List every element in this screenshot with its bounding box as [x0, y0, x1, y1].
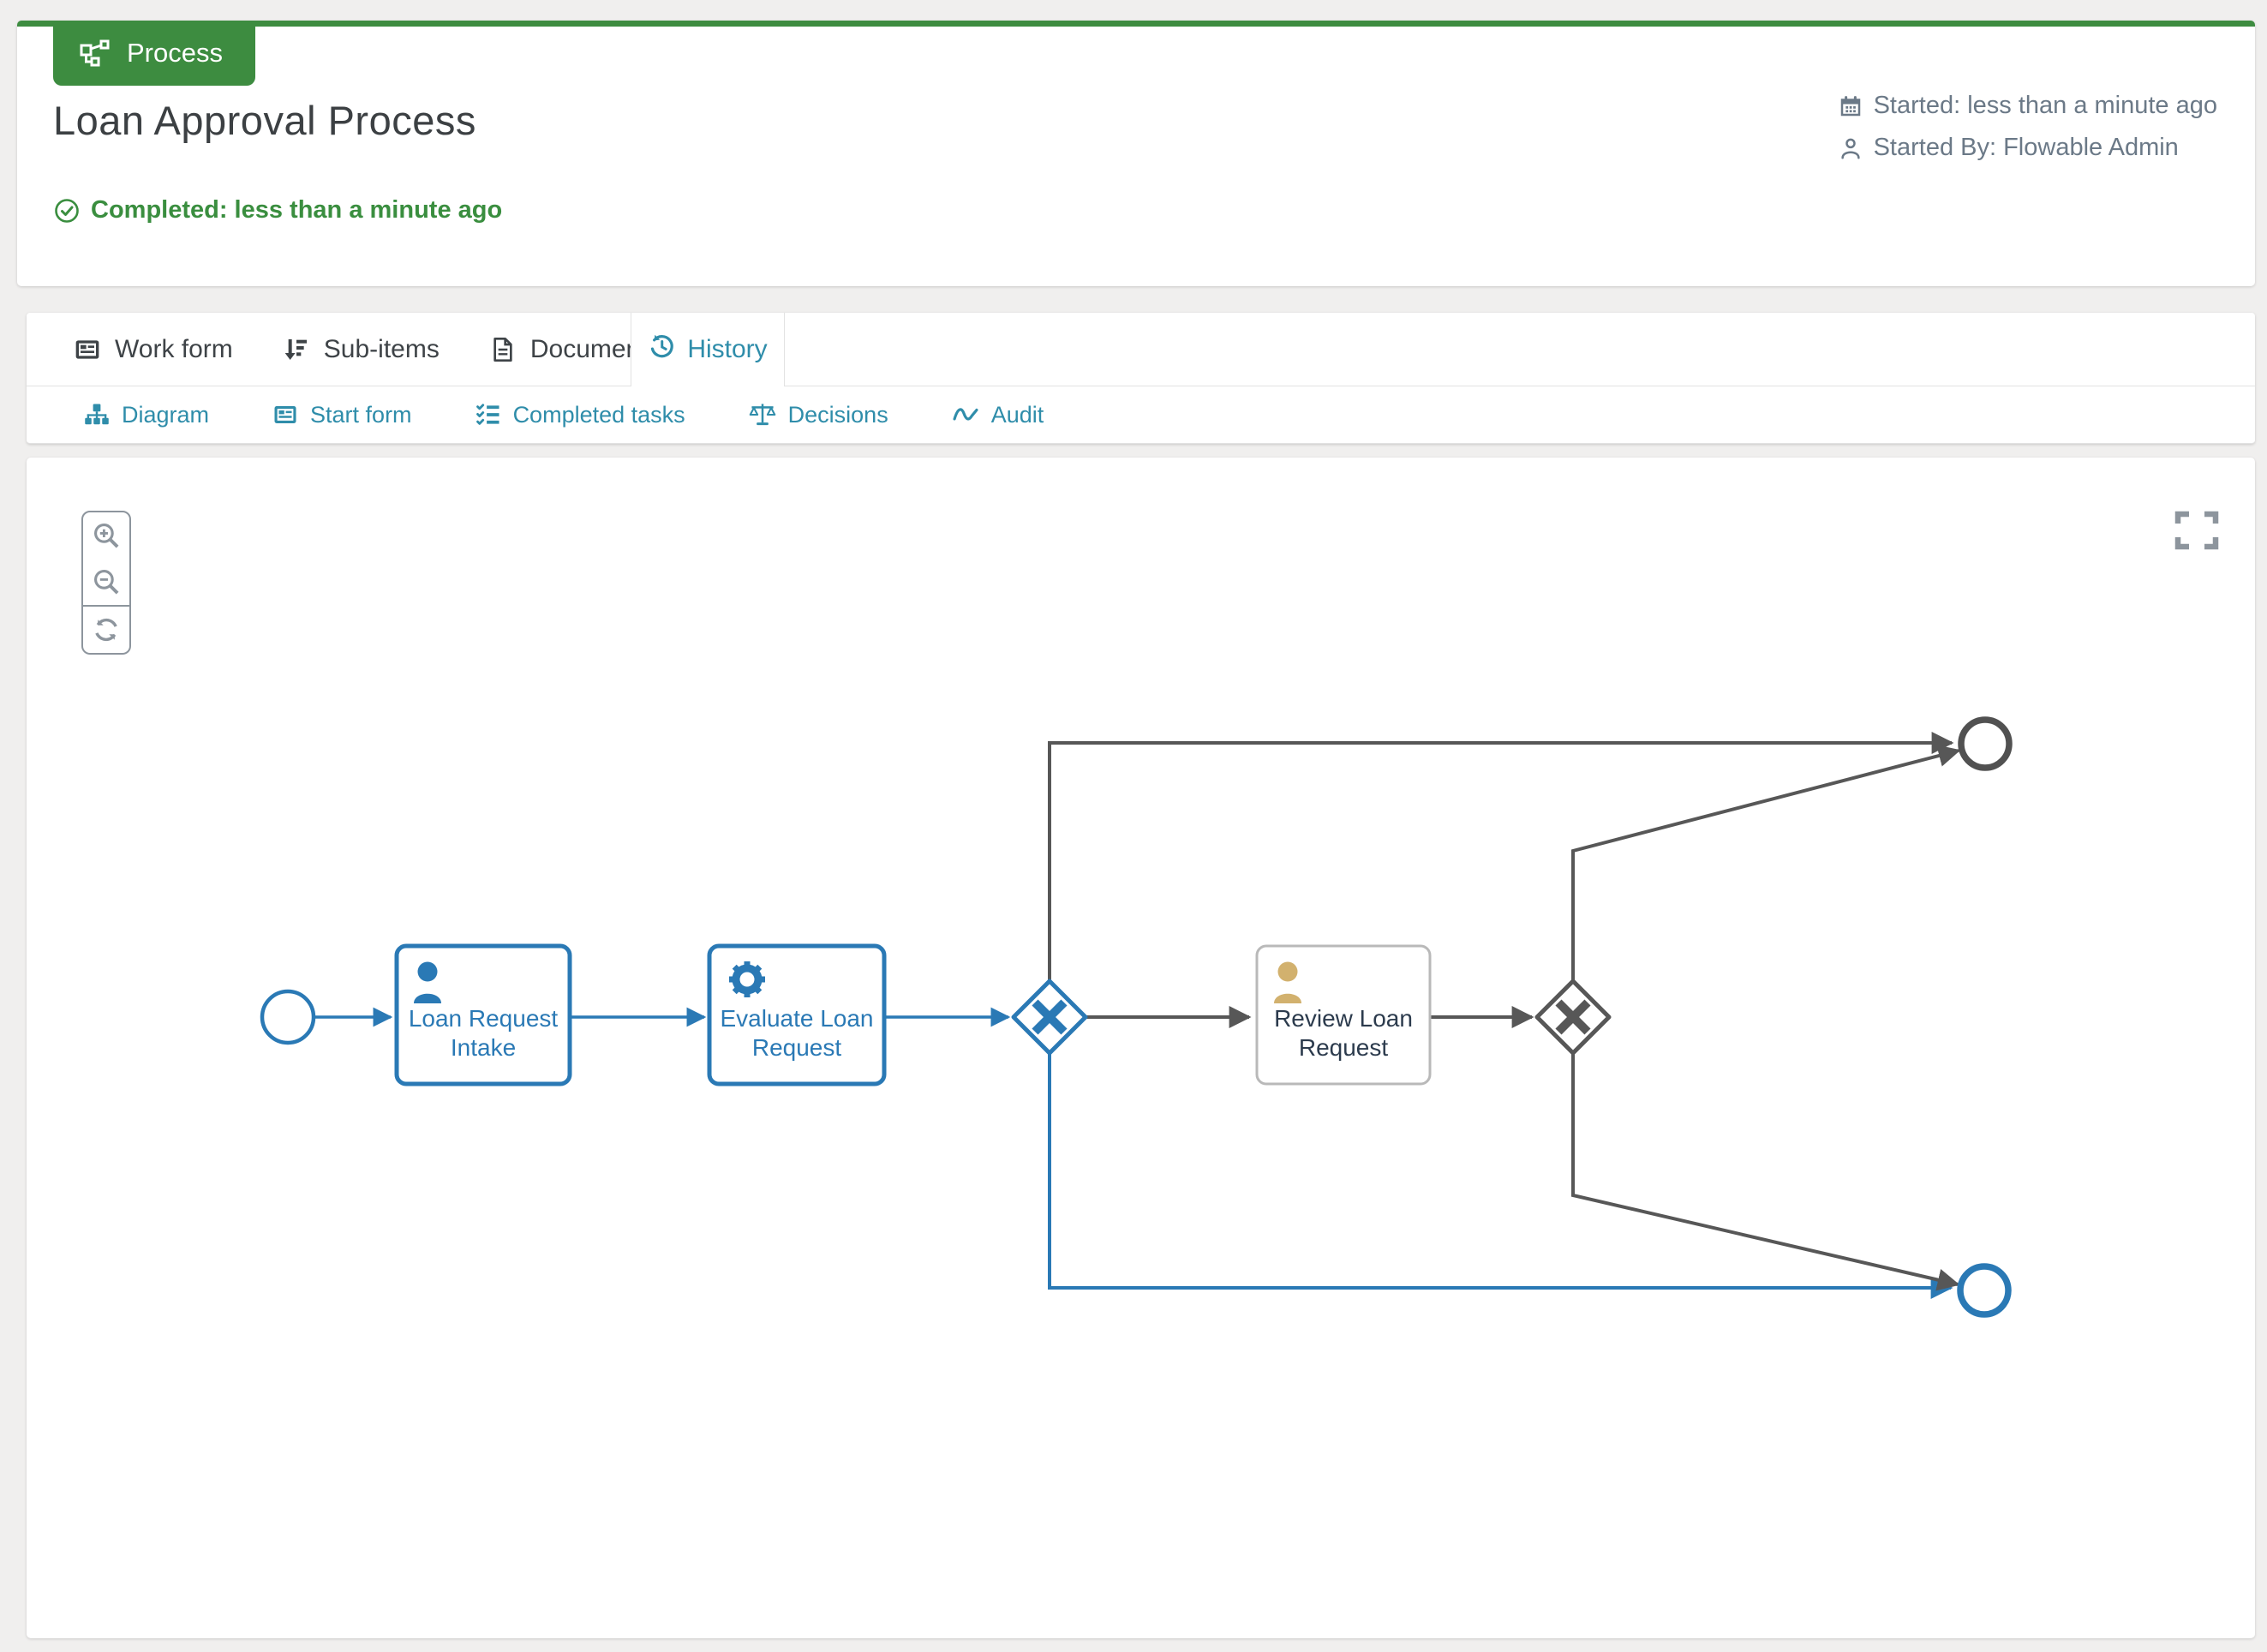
history-subtab-bar: Diagram Start form	[27, 386, 2255, 443]
task-label: Review Loan	[1274, 1005, 1413, 1032]
zoom-out-button[interactable]	[83, 559, 129, 605]
started-by-text: Started By: Flowable Admin	[1873, 134, 2179, 161]
completed-text: Completed: less than a minute ago	[91, 196, 503, 224]
sequence-flows	[314, 732, 1961, 1299]
started-text: Started: less than a minute ago	[1873, 92, 2217, 119]
workflow-nodes-icon	[79, 39, 110, 67]
main-tab-bar: Work form Sub-items	[27, 313, 2255, 386]
tab-history[interactable]: History	[631, 313, 785, 386]
subtab-label: Audit	[990, 401, 1044, 428]
fullscreen-icon	[2174, 511, 2219, 550]
document-icon	[489, 336, 517, 363]
exclusive-gateway-2	[1534, 979, 1612, 1056]
refresh-icon	[92, 615, 121, 644]
flow-gateway2-to-end-top	[1571, 745, 1961, 982]
diagram-zoom-controls	[81, 511, 131, 655]
end-event-bottom	[1957, 1263, 2012, 1318]
user-task-icon	[1274, 961, 1301, 1003]
flow-gateway2-to-end-bottom	[1571, 1052, 1960, 1291]
scales-icon	[749, 402, 776, 428]
squiggle-icon	[952, 402, 979, 428]
calendar-icon	[1838, 93, 1863, 119]
process-header-card: Process Loan Approval Process Completed:…	[17, 21, 2255, 286]
bpmn-diagram: Loan Request Intake Evaluate Loan Reques…	[260, 716, 2013, 1318]
zoom-in-button[interactable]	[83, 512, 129, 559]
user-task-icon	[414, 961, 441, 1003]
subtab-audit[interactable]: Audit	[920, 402, 1076, 428]
subtab-label: Decisions	[787, 401, 888, 428]
completed-status: Completed: less than a minute ago	[53, 196, 502, 224]
task-label: Intake	[451, 1034, 516, 1061]
subtab-decisions[interactable]: Decisions	[717, 402, 920, 428]
task-loan-request-intake: Loan Request Intake	[394, 943, 572, 1086]
zoom-out-icon	[92, 567, 121, 596]
fullscreen-button[interactable]	[2174, 511, 2219, 550]
task-label: Evaluate Loan	[720, 1005, 873, 1032]
subtab-label: Completed tasks	[512, 401, 685, 428]
end-event-top	[1958, 716, 2013, 771]
reset-zoom-button[interactable]	[83, 605, 129, 653]
checklist-icon	[476, 402, 501, 428]
tab-label: History	[687, 335, 768, 363]
tab-label: Work form	[115, 335, 233, 363]
form-icon	[272, 402, 298, 428]
subtab-completed-tasks[interactable]: Completed tasks	[444, 402, 717, 428]
process-type-badge: Process	[53, 21, 255, 86]
subtab-diagram[interactable]: Diagram	[52, 402, 241, 428]
sort-list-icon	[283, 336, 310, 363]
task-review-loan-request: Review Loan Request	[1255, 944, 1432, 1086]
tab-label: Sub-items	[323, 335, 440, 363]
started-row: Started: less than a minute ago	[1838, 92, 2217, 120]
service-task-gear-icon	[729, 961, 765, 997]
flow-gateway1-to-end-top	[1048, 732, 1954, 982]
task-label: Request	[1299, 1034, 1389, 1061]
org-tree-icon	[84, 402, 110, 428]
form-icon	[74, 336, 101, 363]
subtab-label: Start form	[310, 401, 412, 428]
zoom-in-icon	[92, 521, 121, 550]
task-label: Request	[752, 1034, 842, 1061]
task-evaluate-loan-request: Evaluate Loan Request	[707, 943, 887, 1086]
process-diagram-canvas: Loan Request Intake Evaluate Loan Reques…	[27, 458, 2255, 1638]
subtab-label: Diagram	[122, 401, 210, 428]
subtab-start-form[interactable]: Start form	[241, 402, 444, 428]
page-title: Loan Approval Process	[53, 98, 476, 143]
tab-sub-items[interactable]: Sub-items	[258, 313, 464, 386]
start-event	[260, 989, 316, 1045]
header-meta: Started: less than a minute ago Started …	[1838, 92, 2217, 162]
clock-rewind-icon	[648, 332, 675, 367]
process-type-label: Process	[127, 38, 223, 68]
exclusive-gateway-1	[1011, 979, 1088, 1056]
tab-work-form[interactable]: Work form	[49, 313, 258, 386]
task-label: Loan Request	[409, 1005, 559, 1032]
started-by-row: Started By: Flowable Admin	[1838, 134, 2217, 162]
flow-gateway1-to-end-bottom	[1048, 1052, 1953, 1299]
person-icon	[1838, 135, 1863, 161]
detail-tabs-card: Work form Sub-items	[27, 313, 2255, 444]
check-circle-icon	[53, 197, 81, 224]
